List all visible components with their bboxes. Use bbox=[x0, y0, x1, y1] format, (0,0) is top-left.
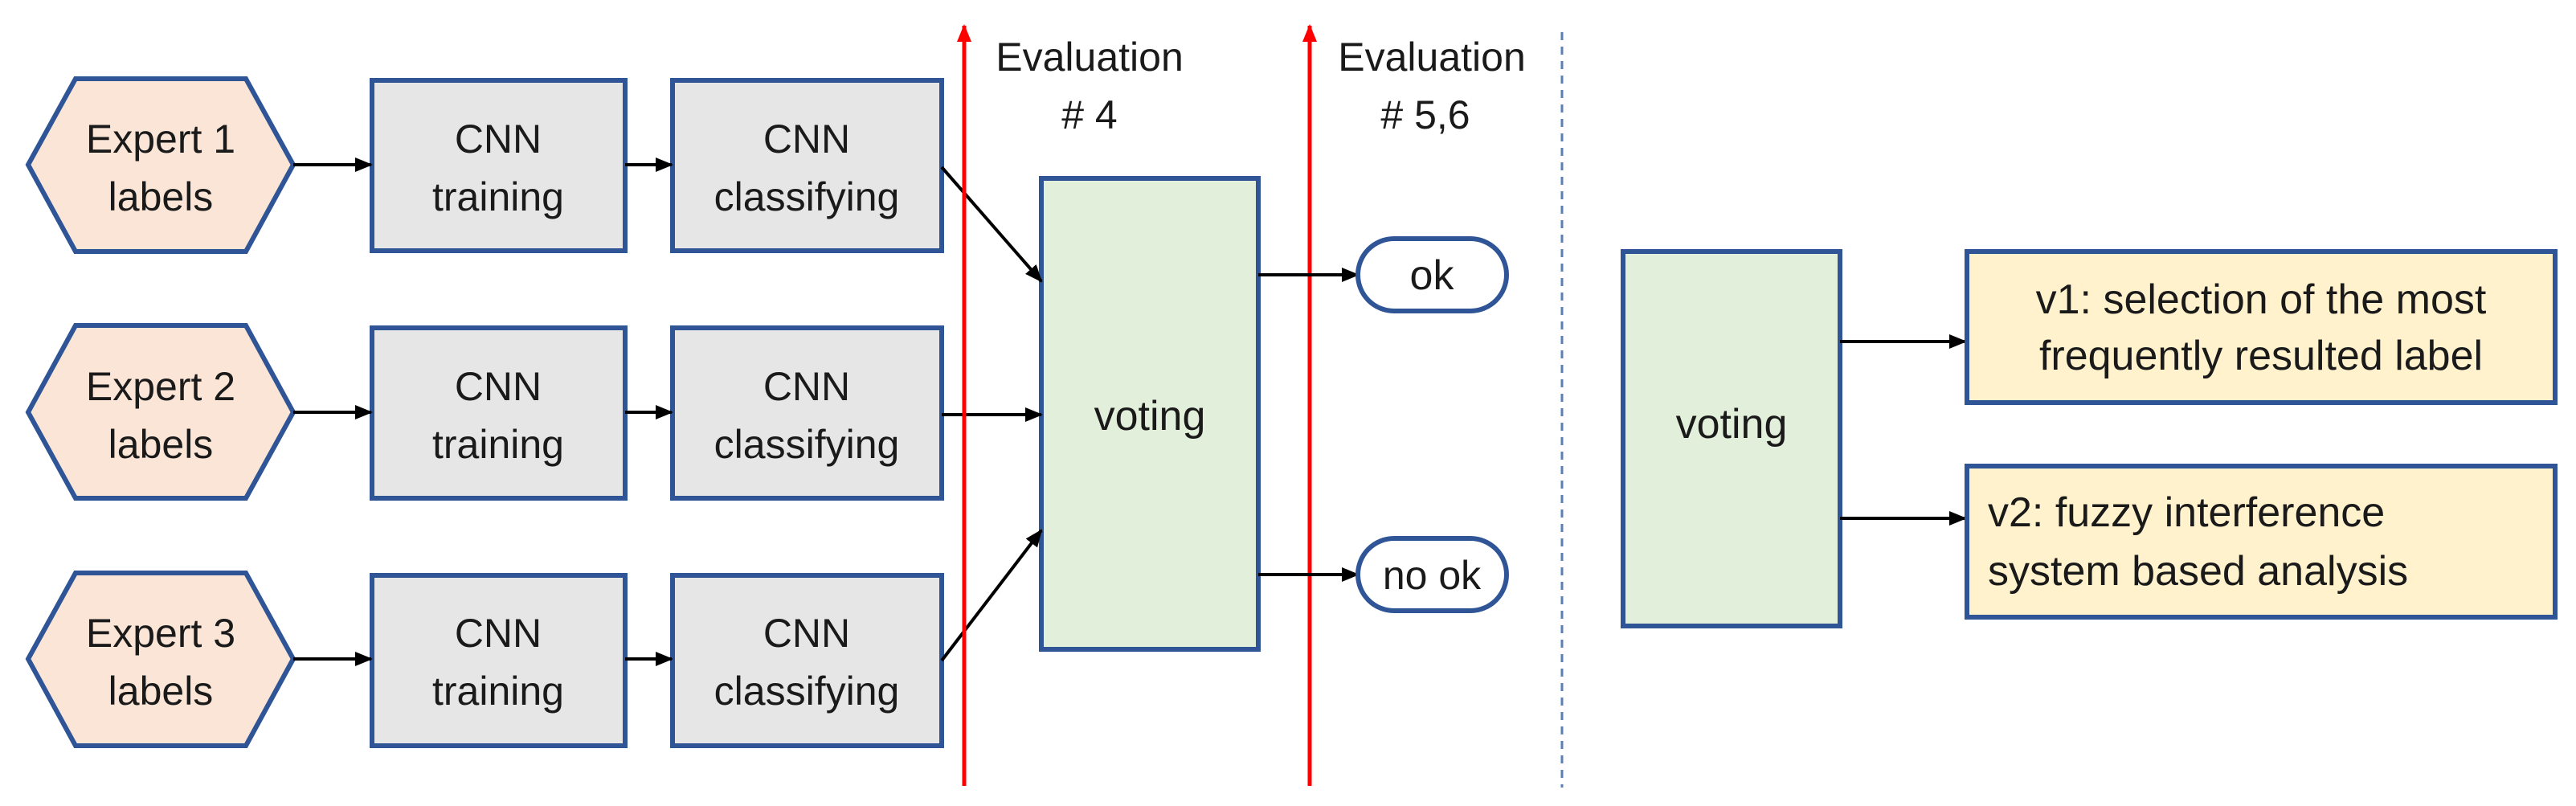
expert-3-hexagon bbox=[25, 571, 296, 748]
evaluation-4-line1: Evaluation bbox=[996, 35, 1184, 80]
cnn-classifying-3-line2: classifying bbox=[714, 669, 900, 714]
expert-1-label-line2: labels bbox=[108, 174, 214, 219]
arrow-classifying1-to-voting bbox=[940, 166, 1043, 283]
expert-2-label-line1: Expert 2 bbox=[86, 364, 235, 409]
cnn-training-2-line1: CNN bbox=[455, 364, 542, 409]
expert-2-label-line2: labels bbox=[108, 422, 214, 467]
expert-3-label-line2: labels bbox=[108, 669, 214, 714]
cnn-classifying-3-line1: CNN bbox=[763, 611, 850, 656]
arrows-to-voting bbox=[940, 166, 1043, 662]
evaluation-5-6-line2: # 5,6 bbox=[1380, 92, 1470, 137]
cnn-training-3-line2: training bbox=[432, 669, 564, 714]
cnn-training-box-1 bbox=[370, 78, 628, 253]
cnn-classifying-box-3 bbox=[670, 573, 944, 748]
voting-label: voting bbox=[1094, 393, 1206, 440]
cnn-training-1-line1: CNN bbox=[455, 117, 542, 162]
cnn-classifying-box-1 bbox=[670, 78, 944, 253]
no-ok-outcome bbox=[1355, 536, 1509, 613]
voting-box bbox=[1039, 176, 1261, 652]
row-arrows bbox=[293, 158, 673, 666]
cnn-training-box-3 bbox=[370, 573, 628, 748]
v1-line1: v1: selection of the most bbox=[2036, 276, 2487, 323]
expert-3-label-line1: Expert 3 bbox=[86, 611, 235, 656]
cnn-training-1-line2: training bbox=[432, 174, 564, 219]
ok-label: ok bbox=[1410, 252, 1455, 299]
v2-line1: v2: fuzzy interference bbox=[1988, 489, 2385, 536]
no-ok-label: no ok bbox=[1383, 553, 1482, 598]
expert-1-label-line1: Expert 1 bbox=[86, 117, 235, 162]
cnn-training-box-2 bbox=[370, 325, 628, 501]
right-voting-box bbox=[1621, 249, 1842, 628]
v2-variant-box bbox=[1965, 464, 2558, 620]
voting-variants-panel: voting v1: selection of the most frequen… bbox=[1621, 249, 2558, 628]
cnn-classifying-1-line1: CNN bbox=[763, 117, 850, 162]
cnn-training-2-line2: training bbox=[432, 422, 564, 467]
right-voting-label: voting bbox=[1676, 401, 1788, 448]
expert-row-2: Expert 2 labels CNN training CNN classif… bbox=[25, 323, 944, 501]
expert-row-1: Expert 1 labels CNN training CNN classif… bbox=[25, 76, 944, 254]
cnn-classifying-2-line2: classifying bbox=[714, 422, 900, 467]
v1-variant-box bbox=[1965, 249, 2558, 405]
cnn-classifying-box-2 bbox=[670, 325, 944, 501]
v2-line2: system based analysis bbox=[1988, 548, 2408, 595]
evaluation-4-line2: # 4 bbox=[1061, 92, 1118, 137]
expert-2-hexagon bbox=[25, 323, 296, 501]
cnn-classifying-1-line2: classifying bbox=[714, 174, 900, 219]
cnn-classifying-2-line1: CNN bbox=[763, 364, 850, 409]
expert-row-3: Expert 3 labels CNN training CNN classif… bbox=[25, 571, 944, 748]
ok-outcome bbox=[1355, 236, 1509, 313]
v1-line2: frequently resulted label bbox=[2039, 333, 2483, 379]
cnn-training-3-line1: CNN bbox=[455, 611, 542, 656]
evaluation-5-6-line1: Evaluation bbox=[1338, 35, 1526, 80]
arrow-classifying3-to-voting bbox=[940, 529, 1043, 662]
expert-1-hexagon bbox=[25, 76, 296, 254]
